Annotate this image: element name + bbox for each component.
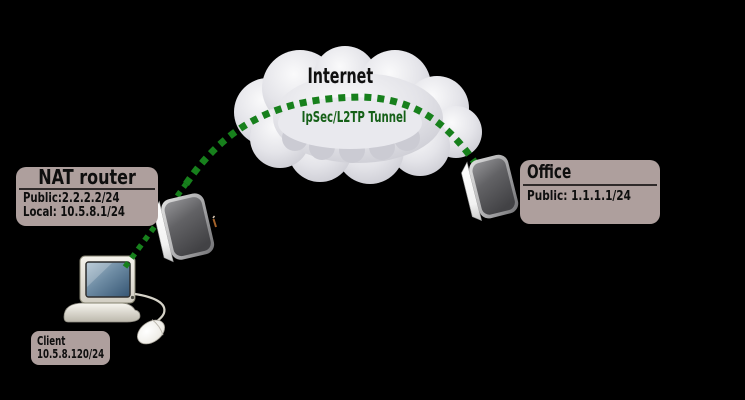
- nat-router-device-icon: [153, 193, 215, 263]
- keyboard-base: [63, 302, 141, 323]
- client-address: 10.5.8.120/24: [37, 347, 105, 361]
- office-divider: [523, 184, 657, 186]
- client-title: Client: [37, 334, 66, 348]
- client-computer-icon: [63, 255, 166, 345]
- screen-glare: [87, 263, 112, 287]
- office-public-address: Public: 1.1.1.1/24: [527, 188, 631, 204]
- nat-router-title: NAT router: [38, 165, 136, 189]
- ipsec-tunnel-dashed-line: [183, 93, 483, 186]
- tunnel-label: IpSec/L2TP Tunnel: [277, 108, 427, 126]
- connector-mark-highlight: [212, 215, 216, 219]
- nat-router-local-address: Local: 10.5.8.1/24: [23, 204, 125, 220]
- monitor-screen: [85, 261, 131, 298]
- client-label-box: Client 10.5.8.120/24: [31, 331, 110, 365]
- internet-cloud-icon: [234, 46, 482, 184]
- power-button: [130, 295, 135, 300]
- internet-label: Internet: [270, 64, 410, 88]
- mouse-cable: [134, 292, 166, 326]
- connector-mark: [212, 218, 217, 228]
- office-router-device-icon: [461, 154, 519, 222]
- office-label-box: Office Public: 1.1.1.1/24: [520, 160, 660, 224]
- mouse-icon: [137, 319, 165, 345]
- nat-router-divider: [19, 188, 155, 190]
- internet-label-text: Internet: [307, 64, 373, 88]
- office-title: Office: [527, 161, 572, 183]
- nat-router-public-address: Public:2.2.2.2/24: [23, 191, 120, 206]
- nat-router-label-box: NAT router Public:2.2.2.2/24 Local: 10.5…: [16, 167, 158, 226]
- tunnel-label-text: IpSec/L2TP Tunnel: [301, 108, 407, 126]
